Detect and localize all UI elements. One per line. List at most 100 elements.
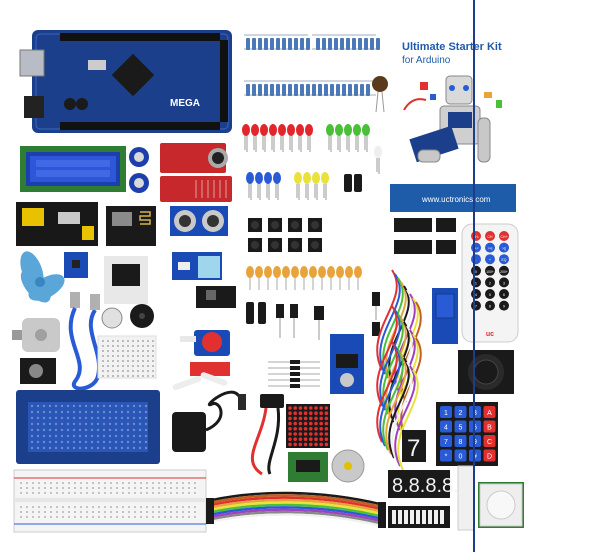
- diode: [290, 384, 300, 388]
- ribbon-wire: [211, 513, 381, 527]
- jumper-wire: [379, 345, 401, 447]
- led-array: [242, 124, 382, 200]
- remote-button-label: CH: [488, 235, 493, 239]
- ribbon-wire: [211, 508, 381, 522]
- keypad-key-label: C: [487, 439, 492, 446]
- remote-button-label: 2: [489, 281, 491, 285]
- jumper-wire: [382, 313, 404, 415]
- led: [374, 146, 382, 158]
- remote-button-label: CH-: [473, 235, 479, 239]
- keypad-key: [454, 420, 467, 433]
- resistor: [354, 84, 358, 96]
- single-digit-value: 7: [407, 435, 420, 462]
- remote-button-label: 5: [489, 293, 491, 297]
- jumper-wire: [394, 365, 416, 467]
- resistor: [270, 38, 274, 50]
- relay-module: [432, 288, 458, 344]
- keypad-key-label: 6: [473, 425, 477, 432]
- resistor: [342, 84, 346, 96]
- mini-breadboard: [97, 335, 157, 379]
- ribbon-jumper-cables: [206, 491, 386, 528]
- resistor: [316, 38, 320, 50]
- resistor: [340, 38, 344, 50]
- remote-button-label: 0: [475, 270, 477, 274]
- led-bar-graph: [388, 506, 450, 528]
- led: [303, 172, 311, 184]
- single-digit-display: 7: [402, 430, 426, 462]
- keypad-key-label: A: [487, 410, 492, 417]
- servo-horns: [172, 372, 228, 391]
- jumper-wire: [391, 361, 413, 463]
- jumper-wire: [382, 349, 404, 451]
- jumper-wire: [379, 309, 401, 411]
- resistor: [358, 38, 362, 50]
- keypad-key: [483, 406, 496, 418]
- keypad-key-label: 4: [444, 425, 448, 432]
- ceramic-capacitor: [273, 266, 281, 278]
- ribbon-wire: [211, 494, 381, 508]
- led: [260, 124, 268, 136]
- keypad-key: [440, 406, 452, 418]
- resistor: [376, 38, 380, 50]
- keypad-key-label: 8: [459, 439, 463, 446]
- remote-button: [485, 289, 495, 299]
- ceramic-capacitors: [246, 266, 362, 290]
- jumper-wire: [382, 277, 404, 379]
- jumper-wires: [376, 269, 422, 471]
- jumper-wire: [388, 357, 410, 459]
- jumper-wire: [376, 341, 398, 443]
- joystick-module: [458, 350, 514, 394]
- resistor: [322, 38, 326, 50]
- resistor: [246, 38, 250, 50]
- led: [251, 124, 259, 136]
- stepper-motor: [331, 449, 365, 483]
- diode: [290, 360, 300, 364]
- led: [287, 124, 295, 136]
- ribbon-wire: [211, 491, 381, 506]
- remote-button-label: |<<: [474, 247, 479, 251]
- buzzer: [101, 304, 154, 329]
- remote-button-label: >>|: [488, 247, 493, 251]
- transistors: [276, 304, 324, 340]
- led: [362, 124, 370, 136]
- rtc-module: [330, 334, 364, 394]
- box-title: Ultimate Starter Kit: [402, 41, 502, 53]
- resistor: [346, 38, 350, 50]
- remote-button-label: CH+: [501, 235, 508, 239]
- resistor: [328, 38, 332, 50]
- board-silkscreen-label: MEGA: [170, 98, 200, 109]
- power-adapter: [172, 390, 246, 452]
- tilt-switches: [372, 292, 380, 336]
- ceramic-capacitor: [255, 266, 263, 278]
- jumper-wire: [376, 305, 398, 407]
- led: [273, 172, 281, 184]
- remote-button-label: 100+: [486, 270, 494, 274]
- remote-button-label: 3: [503, 281, 505, 285]
- remote-button: [485, 231, 495, 241]
- remote-button: [485, 277, 495, 288]
- photoresistor: [372, 76, 388, 113]
- jumper-wire: [385, 353, 407, 455]
- remote-button-label: 9: [503, 305, 505, 309]
- resistor: [276, 38, 280, 50]
- push-buttons: [248, 218, 322, 252]
- ultrasonic-sensor: [170, 206, 228, 236]
- remote-button-label: 7: [475, 305, 477, 309]
- remote-button-label: 6: [503, 293, 505, 297]
- battery-clip: [250, 394, 284, 476]
- resistor: [282, 38, 286, 50]
- keypad-key: [454, 449, 467, 462]
- sensor-modules-red: [160, 143, 232, 202]
- keypad-key-label: 9: [473, 439, 477, 446]
- keypad-ribbon: [457, 465, 475, 531]
- remote-button-label: >||: [502, 247, 506, 251]
- keypad-key: [440, 420, 452, 433]
- ceramic-capacitor: [354, 266, 362, 278]
- led: [335, 124, 343, 136]
- keypad-key: [454, 406, 467, 418]
- ribbon-wire: [211, 506, 381, 520]
- resistor: [276, 84, 280, 96]
- breadboard-power-module: [16, 202, 98, 246]
- remote-button: [485, 300, 495, 311]
